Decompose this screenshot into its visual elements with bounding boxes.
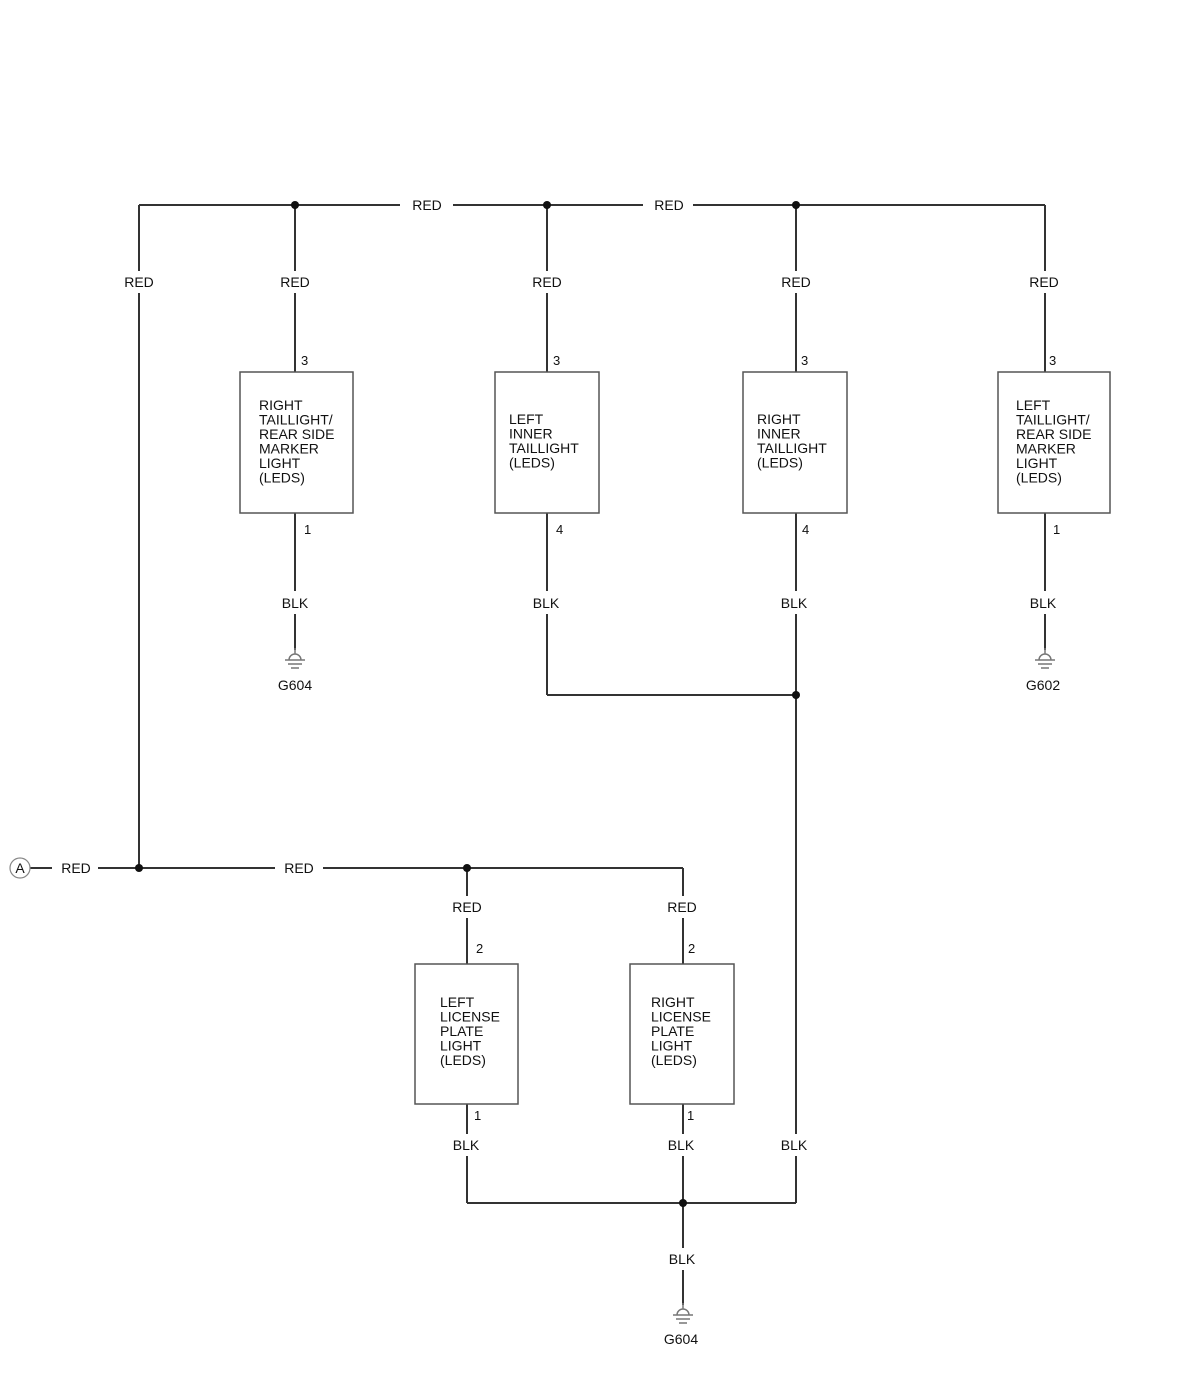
components: RIGHT TAILLIGHT/ REAR SIDE MARKER LIGHT … <box>239 353 1111 1123</box>
wires <box>30 204 1046 1305</box>
ground-icon <box>673 1303 693 1324</box>
wire-label-red: RED <box>124 274 154 290</box>
ground-label: G604 <box>278 677 312 693</box>
ground-g602: G602 <box>1026 648 1060 693</box>
ground-icon <box>1035 648 1055 669</box>
component-left-license-plate-light[interactable]: LEFT LICENSE PLATE LIGHT (LEDS) 2 1 <box>414 941 519 1123</box>
splice-dot <box>792 691 800 699</box>
ground-icon <box>285 648 305 669</box>
pin-bottom: 1 <box>304 522 311 537</box>
splice-dot <box>679 1199 687 1207</box>
wire-label-blk: BLK <box>1030 595 1057 611</box>
component-box <box>742 371 848 514</box>
splice-dot <box>463 864 471 872</box>
wire-label-red: RED <box>654 197 684 213</box>
pin-bottom: 4 <box>556 522 563 537</box>
ground-g604-upper: G604 <box>278 648 312 693</box>
wire-label-blk: BLK <box>781 1137 808 1153</box>
wire-label-red: RED <box>452 899 482 915</box>
pin-bottom: 1 <box>474 1108 481 1123</box>
connector-a-circle <box>9 857 31 879</box>
connector-a[interactable]: A <box>9 857 31 879</box>
ground-label: G602 <box>1026 677 1060 693</box>
grounds: G604 G602 G604 <box>278 648 1060 1347</box>
component-label: RIGHT LICENSE PLATE LIGHT (LEDS) <box>651 994 715 1068</box>
wire-label-red: RED <box>412 197 442 213</box>
component-right-license-plate-light[interactable]: RIGHT LICENSE PLATE LIGHT (LEDS) 2 1 <box>629 941 735 1123</box>
component-box <box>494 371 600 514</box>
component-box <box>239 371 354 514</box>
wire-label-red: RED <box>61 860 91 876</box>
wire-label-blk: BLK <box>668 1137 695 1153</box>
ground-g604-lower: G604 <box>664 1303 698 1347</box>
wire-labels: RED RED RED RED RED RED RED BLK BLK BLK … <box>61 197 1059 1267</box>
component-right-taillight[interactable]: RIGHT TAILLIGHT/ REAR SIDE MARKER LIGHT … <box>239 353 354 537</box>
pin-top: 2 <box>476 941 483 956</box>
splice-dot <box>135 864 143 872</box>
wire-label-red: RED <box>532 274 562 290</box>
splice-dot <box>291 201 299 209</box>
splices <box>135 201 800 1207</box>
component-label: LEFT TAILLIGHT/ REAR SIDE MARKER LIGHT (… <box>1016 397 1095 486</box>
pin-bottom: 1 <box>1053 522 1060 537</box>
component-box <box>414 963 519 1105</box>
splice-dot <box>543 201 551 209</box>
pin-top: 3 <box>553 353 560 368</box>
pin-bottom: 4 <box>802 522 809 537</box>
component-left-taillight[interactable]: LEFT TAILLIGHT/ REAR SIDE MARKER LIGHT (… <box>997 353 1111 537</box>
ground-label: G604 <box>664 1331 698 1347</box>
wire-label-blk: BLK <box>282 595 309 611</box>
wire-label-red: RED <box>667 899 697 915</box>
component-label: LEFT LICENSE PLATE LIGHT (LEDS) <box>440 994 504 1068</box>
component-left-inner-taillight[interactable]: LEFT INNER TAILLIGHT (LEDS) 3 4 <box>494 353 600 537</box>
component-label: RIGHT TAILLIGHT/ REAR SIDE MARKER LIGHT … <box>259 397 338 486</box>
component-box <box>997 371 1111 514</box>
wire-label-blk: BLK <box>669 1251 696 1267</box>
component-right-inner-taillight[interactable]: RIGHT INNER TAILLIGHT (LEDS) 3 4 <box>742 353 848 537</box>
pin-top: 3 <box>1049 353 1056 368</box>
pin-top: 3 <box>801 353 808 368</box>
wire-label-blk: BLK <box>453 1137 480 1153</box>
component-label: LEFT INNER TAILLIGHT (LEDS) <box>509 411 582 471</box>
component-box <box>629 963 735 1105</box>
wire-label-red: RED <box>280 274 310 290</box>
splice-dot <box>792 201 800 209</box>
pin-top: 3 <box>301 353 308 368</box>
component-label: RIGHT INNER TAILLIGHT (LEDS) <box>757 411 830 471</box>
wire-label-blk: BLK <box>781 595 808 611</box>
wire-label-red: RED <box>1029 274 1059 290</box>
wire-label-blk: BLK <box>533 595 560 611</box>
wire-label-red: RED <box>284 860 314 876</box>
connector-a-label: A <box>15 860 25 876</box>
wire-label-red: RED <box>781 274 811 290</box>
pin-top: 2 <box>688 941 695 956</box>
pin-bottom: 1 <box>687 1108 694 1123</box>
